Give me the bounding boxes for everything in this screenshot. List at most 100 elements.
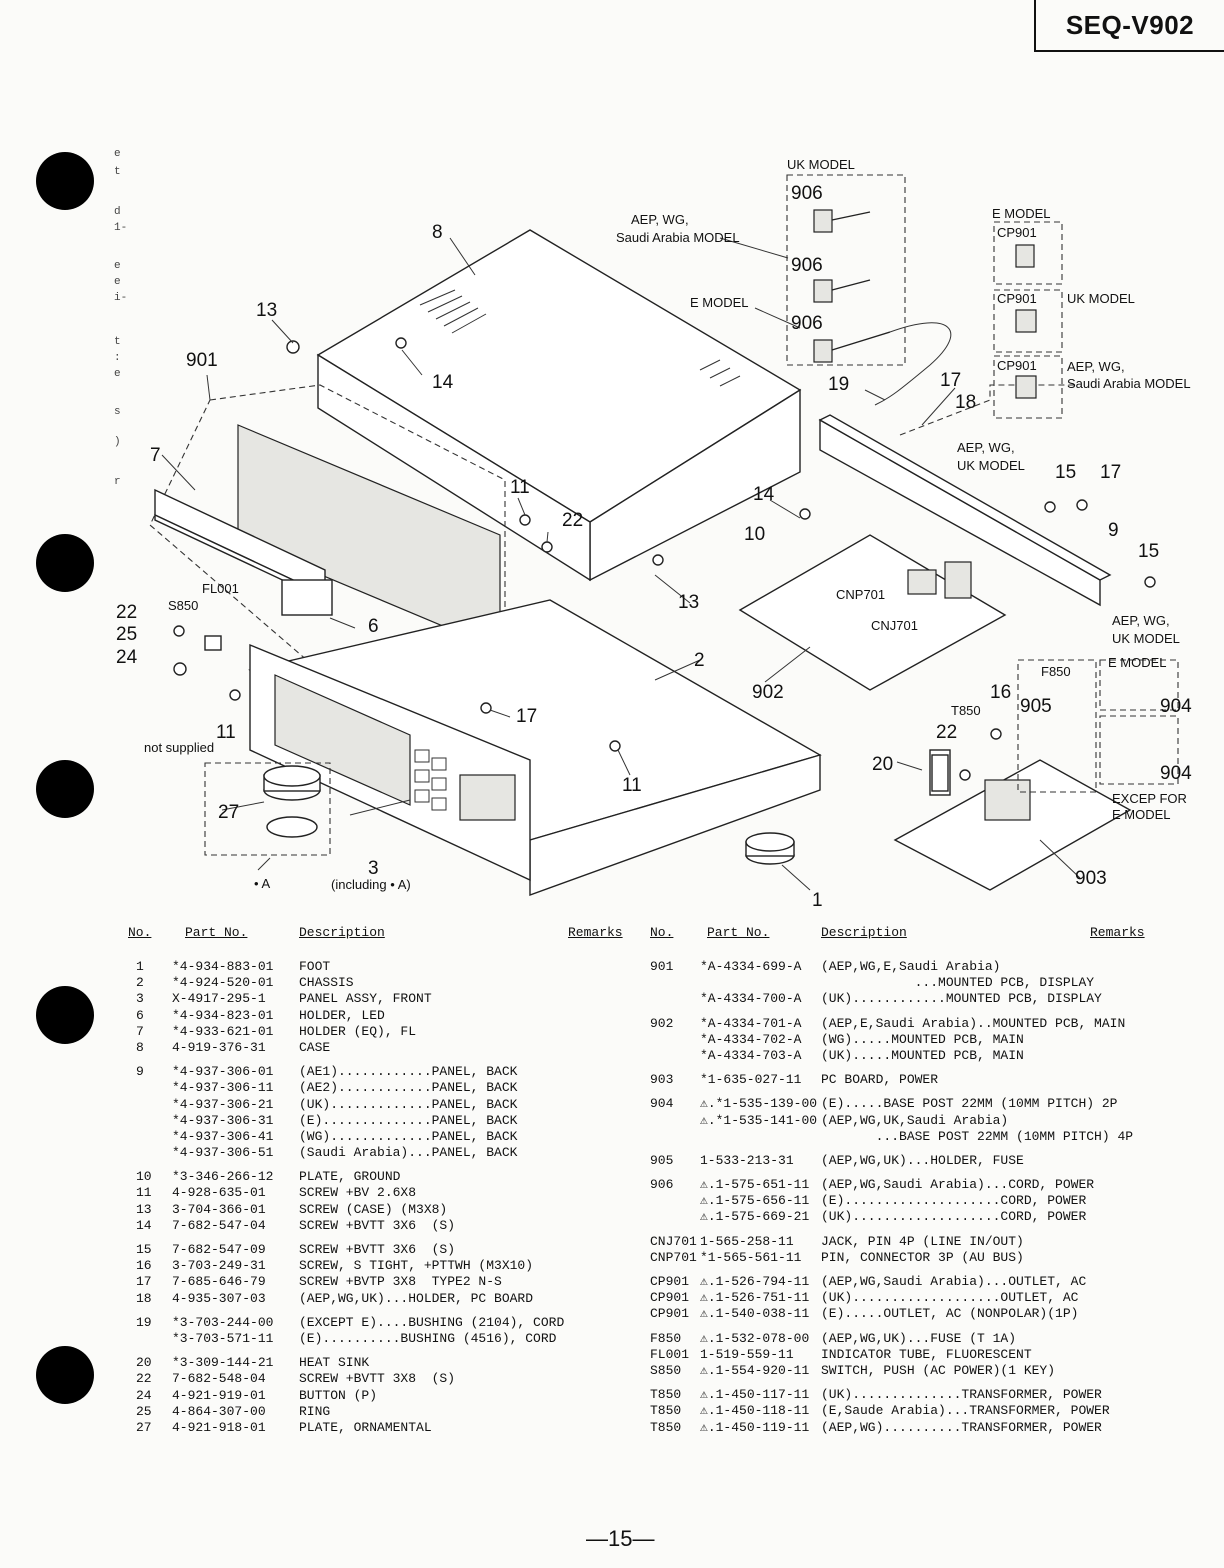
part-number-cell: *4-937-306-41 xyxy=(172,1128,274,1144)
callout: 18 xyxy=(955,392,976,413)
part-number-cell: *A-4334-701-A xyxy=(700,1015,802,1031)
part-number-cell: *4-937-306-51 xyxy=(172,1145,274,1161)
description-cell: (Saudi Arabia)...PANEL, BACK xyxy=(299,1145,518,1161)
table-row: T850⚠.1-450-117-11(UK)..............TRAN… xyxy=(650,1387,1150,1403)
label-aep-wg-uk: AEP, WG, xyxy=(1112,613,1170,628)
binder-hole xyxy=(36,534,94,592)
description-cell: INDICATOR TUBE, FLUORESCENT xyxy=(821,1346,1032,1362)
part-number-cell: 4-919-376-31 xyxy=(172,1039,266,1055)
label-aep-wg: AEP, WG, xyxy=(631,212,689,227)
description-cell: PIN, CONNECTOR 3P (AU BUS) xyxy=(821,1249,1024,1265)
description-cell: (UK).....MOUNTED PCB, MAIN xyxy=(821,1047,1024,1063)
callout: 10 xyxy=(744,524,765,545)
label-saudi-outlet: Saudi Arabia MODEL xyxy=(1067,376,1191,391)
table-row: CP901⚠.1-540-038-11(E).....OUTLET, AC (N… xyxy=(650,1306,1150,1322)
callout-numbers: 906 906 906 8 13 14 901 7 19 17 18 15 17… xyxy=(116,183,1192,911)
part-number-cell: 4-928-635-01 xyxy=(172,1185,266,1201)
part-no-cell: 2 xyxy=(136,975,144,991)
callout: 905 xyxy=(1020,696,1052,717)
description-cell: SCREW, S TIGHT, +PTTWH (M3X10) xyxy=(299,1258,534,1274)
col-description: Description xyxy=(299,925,385,940)
callout: 16 xyxy=(990,682,1011,703)
part-no-cell: F850 xyxy=(650,1330,682,1346)
part-number-cell: 7-682-547-09 xyxy=(172,1242,266,1257)
binder-hole xyxy=(36,986,94,1044)
part-number-cell: ⚠.1-575-651-11 xyxy=(700,1177,810,1193)
row-gap xyxy=(650,1323,1150,1331)
row-gap xyxy=(650,1145,1150,1153)
part-no-cell: 27 xyxy=(136,1419,152,1435)
part-number-cell: 7-682-548-04 xyxy=(172,1371,266,1387)
label-not-supplied: not supplied xyxy=(144,740,214,755)
description-cell: (E,Saude Arabia)...TRANSFORMER, POWER xyxy=(821,1403,1110,1419)
row-gap xyxy=(650,1064,1150,1072)
label-uk-model-outlet: UK MODEL xyxy=(1067,291,1135,306)
front-panel-drawing xyxy=(249,643,531,882)
description-cell: BUTTON (P) xyxy=(299,1387,378,1403)
col-part-no: Part No. xyxy=(185,925,248,940)
table-row: 904⚠.*1-535-139-00(E).....BASE POST 22MM… xyxy=(650,1096,1150,1112)
description-cell: PC BOARD, POWER xyxy=(821,1072,939,1088)
callout: 19 xyxy=(828,374,849,395)
description-cell: (AEP,WG,Saudi Arabia)...OUTLET, AC xyxy=(821,1274,1087,1289)
binder-hole xyxy=(36,152,94,210)
table-row: ...BASE POST 22MM (10MM PITCH) 4P xyxy=(650,1129,1150,1145)
part-number-cell: X-4917-295-1 xyxy=(172,991,266,1007)
callout: 17 xyxy=(940,370,961,391)
callout: 903 xyxy=(1075,868,1107,889)
table-row: 9*4-937-306-01(AE1)............PANEL, BA… xyxy=(128,1064,628,1080)
part-no-cell: 8 xyxy=(136,1039,144,1055)
callout: 901 xyxy=(186,350,218,371)
part-number-cell: ⚠.1-450-117-11 xyxy=(700,1387,810,1403)
part-number-cell: *4-937-306-31 xyxy=(172,1112,274,1128)
table-row: 902*A-4334-701-A(AEP,E,Saudi Arabia)..MO… xyxy=(650,1016,1150,1032)
part-number-cell: *A-4334-700-A xyxy=(700,991,802,1007)
label-fl001: FL001 xyxy=(202,581,239,596)
description-cell: (AE2)............PANEL, BACK xyxy=(299,1080,518,1096)
description-cell: SCREW (CASE) (M3X8) xyxy=(299,1201,448,1217)
table-row: *A-4334-703-A (UK).....MOUNTED PCB, MAIN xyxy=(650,1048,1150,1064)
part-number-cell: 7-682-547-04 xyxy=(172,1217,266,1233)
label-including-a: (including • A) xyxy=(331,877,411,892)
table-row: 19*3-703-244-00(EXCEPT E)....BUSHING (21… xyxy=(128,1315,628,1331)
description-cell: SCREW +BVTT 3X6 (S) xyxy=(299,1217,456,1233)
callout: 15 xyxy=(1055,462,1076,483)
callout: 11 xyxy=(216,722,236,743)
parts-table-left: No. Part No. Description Remarks 1*4-934… xyxy=(128,925,628,1436)
part-number-cell: ⚠.1-554-920-11 xyxy=(700,1362,810,1378)
col-remarks: Remarks xyxy=(568,925,623,940)
part-no-cell: 20 xyxy=(136,1355,152,1371)
part-no-cell: CNJ701 xyxy=(650,1233,697,1249)
callout: 906 xyxy=(791,183,823,204)
description-cell: (AEP,WG,UK,Saudi Arabia) xyxy=(821,1112,1009,1128)
part-number-cell: 3-704-366-01 xyxy=(172,1201,266,1217)
part-no-cell: 7 xyxy=(136,1023,144,1039)
parts-rows: 901*A-4334-699-A(AEP,WG,E,Saudi Arabia) … xyxy=(650,959,1150,1436)
part-number-cell: 1-519-559-11 xyxy=(700,1346,794,1362)
part-no-cell: T850 xyxy=(650,1387,682,1403)
table-header: No. Part No. Description Remarks xyxy=(650,925,1150,947)
label-saudi-model: Saudi Arabia MODEL xyxy=(616,230,740,245)
row-gap xyxy=(650,1379,1150,1387)
table-row: F850⚠.1-532-078-00(AEP,WG,UK)...FUSE (T … xyxy=(650,1331,1150,1347)
callout: 17 xyxy=(1100,462,1121,483)
row-gap xyxy=(128,1056,628,1064)
part-no-cell: CP901 xyxy=(650,1306,690,1322)
description-cell: (AEP,WG)..........TRANSFORMER, POWER xyxy=(821,1419,1102,1435)
col-no: No. xyxy=(650,925,674,940)
part-number-cell: *A-4334-703-A xyxy=(700,1047,802,1063)
label-e-model: E MODEL xyxy=(690,295,749,310)
part-number-cell: *A-4334-702-A xyxy=(700,1031,802,1047)
description-cell: (UK)...................OUTLET, AC xyxy=(821,1290,1079,1306)
part-no-cell: 19 xyxy=(136,1314,152,1330)
model-number: SEQ-V902 xyxy=(1065,9,1195,40)
part-number-cell: 4-921-919-01 xyxy=(172,1387,266,1403)
callout: 1 xyxy=(812,890,823,911)
callout: 24 xyxy=(116,647,138,668)
callout: 904 xyxy=(1160,763,1192,784)
